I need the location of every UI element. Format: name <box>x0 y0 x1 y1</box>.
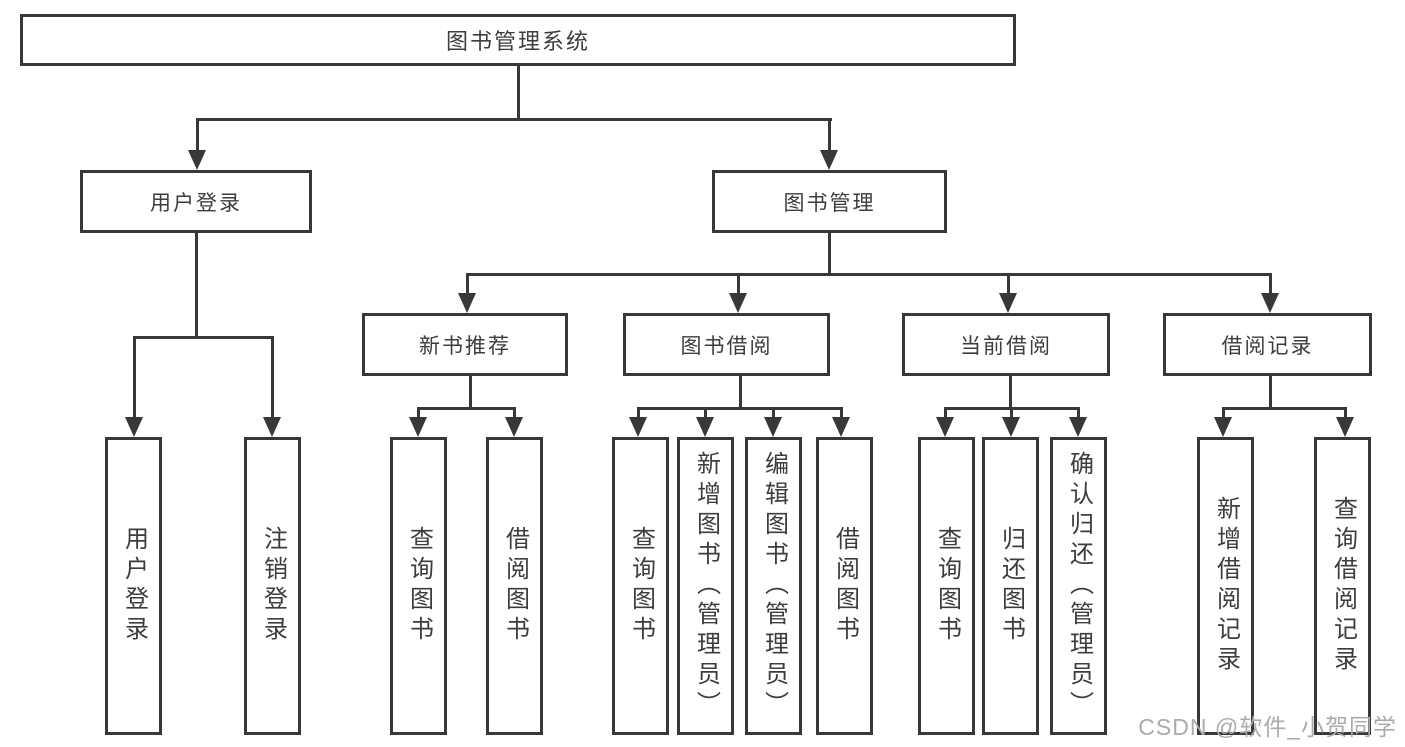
leaf-query-borrow-record-label: 查询借阅记录 <box>1329 496 1357 676</box>
connector-line <box>840 407 843 419</box>
arrowhead-icon <box>458 293 476 313</box>
connector-line <box>1009 376 1012 409</box>
connector-line <box>944 407 947 419</box>
connector-line <box>271 336 274 418</box>
leaf-edit-books-admin: 编辑图书（管理员） <box>745 437 802 735</box>
leaf-logout-label: 注销登录 <box>259 526 287 646</box>
leaf-add-books-admin: 新增图书（管理员） <box>677 437 734 735</box>
connector-line <box>1007 273 1010 295</box>
leaf-query-books-rec-label: 查询图书 <box>405 526 433 646</box>
arrowhead-icon <box>1069 417 1087 437</box>
leaf-return-books-label: 归还图书 <box>997 526 1025 646</box>
connector-line <box>739 376 742 409</box>
node-book-mgmt: 图书管理 <box>712 170 947 233</box>
leaf-confirm-return-admin: 确认归还（管理员） <box>1050 437 1107 735</box>
connector-line <box>196 118 199 152</box>
node-book-borrow-label: 图书借阅 <box>680 334 773 358</box>
node-new-book-rec-label: 新书推荐 <box>419 334 511 358</box>
arrowhead-icon <box>505 417 523 437</box>
arrowhead-icon <box>188 150 206 170</box>
connector-line <box>772 407 775 419</box>
node-book-borrow: 图书借阅 <box>623 313 830 376</box>
node-root: 图书管理系统 <box>20 14 1016 66</box>
connector-line <box>195 233 198 338</box>
arrowhead-icon <box>999 293 1017 313</box>
connector-line <box>196 118 832 121</box>
connector-line <box>637 407 640 419</box>
connector-line <box>417 407 420 419</box>
leaf-add-borrow-record-label: 新增借阅记录 <box>1212 496 1240 676</box>
arrowhead-icon <box>936 417 954 437</box>
arrowhead-icon <box>263 417 281 437</box>
connector-line <box>1010 407 1013 419</box>
arrowhead-icon <box>832 417 850 437</box>
leaf-borrow-books-label: 借阅图书 <box>831 526 859 646</box>
leaf-user-login-label: 用户登录 <box>120 526 148 646</box>
connector-line <box>1344 407 1347 419</box>
arrowhead-icon <box>820 150 838 170</box>
node-user-login: 用户登录 <box>80 170 312 233</box>
csdn-watermark: CSDN @软件_小贺同学 <box>1138 714 1397 740</box>
node-current-borrow: 当前借阅 <box>902 313 1110 376</box>
leaf-add-books-admin-label: 新增图书（管理员） <box>692 451 720 721</box>
connector-line <box>1222 407 1347 410</box>
leaf-logout: 注销登录 <box>244 437 301 735</box>
leaf-query-books-rec: 查询图书 <box>390 437 447 735</box>
node-borrow-records: 借阅记录 <box>1163 313 1372 376</box>
node-user-login-label: 用户登录 <box>150 191 242 215</box>
arrowhead-icon <box>1261 293 1279 313</box>
connector-line <box>1222 407 1225 419</box>
connector-line <box>828 233 831 276</box>
connector-line <box>469 376 472 409</box>
leaf-edit-books-admin-label: 编辑图书（管理员） <box>760 451 788 721</box>
arrowhead-icon <box>729 293 747 313</box>
node-book-mgmt-label: 图书管理 <box>783 191 876 215</box>
arrowhead-icon <box>764 417 782 437</box>
leaf-borrow-books-rec: 借阅图书 <box>486 437 543 735</box>
node-root-label: 图书管理系统 <box>445 29 590 54</box>
connector-line <box>417 407 516 410</box>
connector-line <box>1077 407 1080 419</box>
connector-line <box>466 273 1272 276</box>
node-current-borrow-label: 当前借阅 <box>960 334 1052 358</box>
leaf-confirm-return-admin-label: 确认归还（管理员） <box>1065 451 1093 721</box>
connector-line <box>704 407 707 419</box>
arrowhead-icon <box>696 417 714 437</box>
leaf-query-books-borrow-label: 查询图书 <box>627 526 655 646</box>
leaf-query-books-current-label: 查询图书 <box>933 526 961 646</box>
connector-line <box>133 336 136 418</box>
leaf-borrow-books: 借阅图书 <box>816 437 873 735</box>
arrowhead-icon <box>125 417 143 437</box>
connector-line <box>1269 376 1272 409</box>
arrowhead-icon <box>1336 417 1354 437</box>
leaf-add-borrow-record: 新增借阅记录 <box>1197 437 1254 735</box>
connector-line <box>1269 273 1272 295</box>
connector-line <box>517 66 520 120</box>
leaf-borrow-books-rec-label: 借阅图书 <box>501 526 529 646</box>
node-new-book-rec: 新书推荐 <box>362 313 568 376</box>
connector-line <box>737 273 740 295</box>
connector-line <box>133 336 274 339</box>
connector-line <box>513 407 516 419</box>
leaf-user-login: 用户登录 <box>105 437 162 735</box>
arrowhead-icon <box>629 417 647 437</box>
leaf-query-books-current: 查询图书 <box>918 437 975 735</box>
leaf-query-books-borrow: 查询图书 <box>612 437 669 735</box>
leaf-query-borrow-record: 查询借阅记录 <box>1314 437 1371 735</box>
leaf-return-books: 归还图书 <box>982 437 1039 735</box>
connector-line <box>466 273 469 295</box>
connector-line <box>828 118 831 152</box>
node-borrow-records-label: 借阅记录 <box>1221 334 1314 358</box>
arrowhead-icon <box>1002 417 1020 437</box>
arrowhead-icon <box>409 417 427 437</box>
arrowhead-icon <box>1214 417 1232 437</box>
connector-line <box>637 407 843 410</box>
